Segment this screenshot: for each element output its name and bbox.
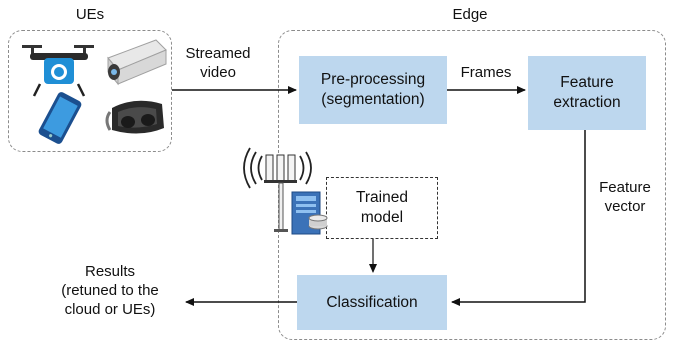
trained-model-box: Trained model	[326, 177, 438, 239]
ues-group	[8, 30, 172, 152]
preprocessing-box: Pre-processing (segmentation)	[299, 56, 447, 124]
feature-vector-line1: Feature	[599, 179, 651, 196]
camera-icon	[107, 39, 167, 86]
results-line3: cloud or UEs)	[64, 301, 156, 318]
frames-label: Frames	[460, 64, 512, 81]
results-label: Results (retuned to the cloud or UEs)	[40, 262, 180, 319]
feature-vector-line2: vector	[604, 198, 646, 215]
streamed-video-line1: Streamed	[185, 45, 251, 62]
trained-model-line2: model	[360, 209, 404, 226]
preprocessing-line2: (segmentation)	[321, 91, 425, 108]
classification-label: Classification	[326, 293, 418, 311]
feature-extraction-line1: Feature	[560, 74, 614, 91]
results-line1: Results	[84, 263, 136, 280]
feature-extraction-box: Feature extraction	[528, 56, 646, 130]
preprocessing-line1: Pre-processing	[320, 71, 426, 88]
vr-headset-icon	[105, 100, 164, 134]
feature-vector-label: Feature vector	[590, 178, 660, 216]
streamed-video-label: Streamed video	[176, 44, 260, 82]
arrow-feature-to-classification	[451, 130, 586, 306]
trained-model-line1: Trained	[356, 189, 408, 206]
classification-box: Classification	[297, 275, 447, 330]
edge-title: Edge	[452, 6, 488, 23]
smartphone-icon	[38, 92, 82, 144]
streamed-video-line2: video	[200, 64, 236, 81]
drone-icon	[22, 45, 94, 97]
ues-title: UEs	[75, 6, 105, 23]
feature-extraction-line2: extraction	[553, 94, 621, 111]
results-line2: (retuned to the	[61, 282, 159, 299]
